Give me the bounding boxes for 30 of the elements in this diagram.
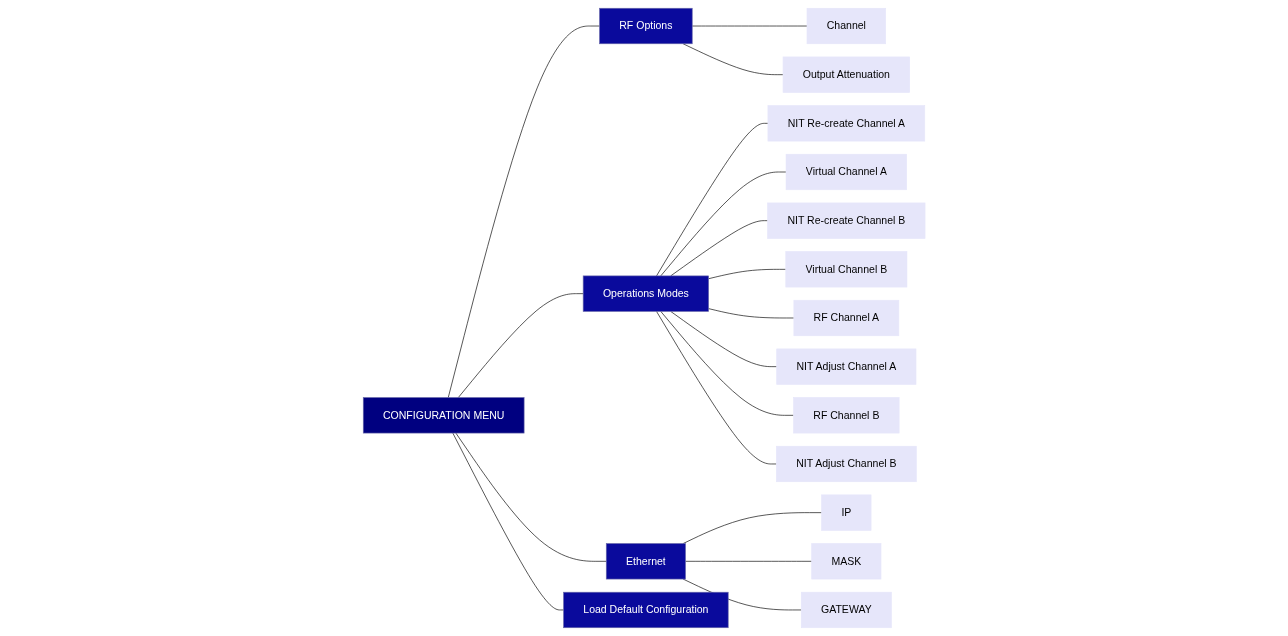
node-box: Operations Modes — [582, 275, 709, 312]
connector — [660, 311, 794, 416]
connector — [457, 293, 584, 398]
node-box: RF Options — [599, 7, 693, 45]
node-box: Virtual Channel B — [785, 251, 908, 288]
node-box: Virtual Channel A — [785, 153, 907, 191]
node-box: NIT Adjust Channel B — [775, 445, 917, 483]
node-box: MASK — [811, 543, 882, 580]
connector — [670, 220, 768, 277]
connector — [682, 512, 822, 544]
node-box: Ethernet — [605, 543, 686, 580]
node-box: RF Channel A — [793, 299, 899, 337]
connector — [682, 43, 784, 75]
node-box: NIT Re-create Channel A — [767, 105, 925, 142]
connector — [656, 311, 777, 465]
node-box: NIT Re-create Channel B — [767, 202, 926, 239]
node-box: Output Attenuation — [782, 56, 910, 93]
node-box: NIT Adjust Channel A — [776, 348, 917, 385]
node-box: RF Channel B — [793, 397, 900, 434]
connector — [452, 432, 564, 611]
connector — [660, 171, 787, 277]
connector — [447, 25, 600, 398]
node-box: Load Default Configuration — [563, 591, 729, 629]
node-box: GATEWAY — [800, 591, 892, 629]
node-box: CONFIGURATION MENU — [362, 397, 525, 434]
node-box: IP — [821, 494, 872, 531]
node-box: Channel — [806, 7, 886, 45]
connector — [455, 432, 607, 562]
connector — [708, 308, 795, 319]
connector — [656, 123, 769, 277]
